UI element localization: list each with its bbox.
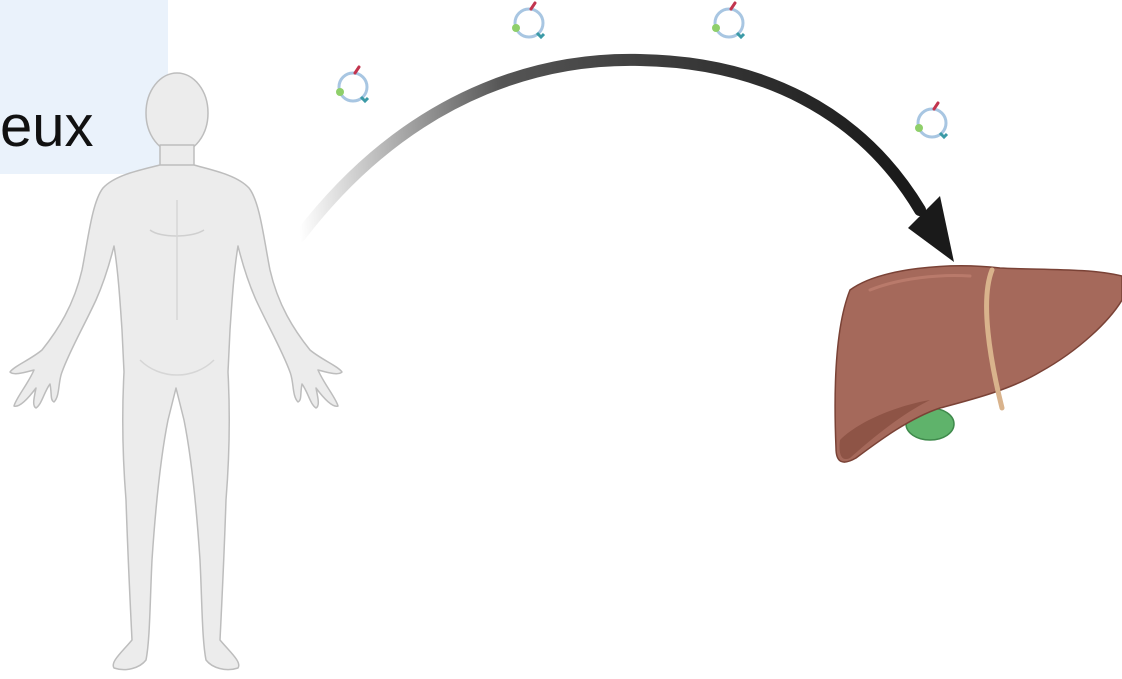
vesicle-icon: [712, 3, 744, 37]
human-body-icon: [10, 73, 342, 670]
vesicle-icon: [915, 103, 947, 137]
vesicle-icon: [336, 67, 368, 101]
curved-arrow-icon: [300, 60, 920, 236]
vesicle-icon: [512, 3, 544, 37]
liver-icon: [835, 266, 1122, 462]
